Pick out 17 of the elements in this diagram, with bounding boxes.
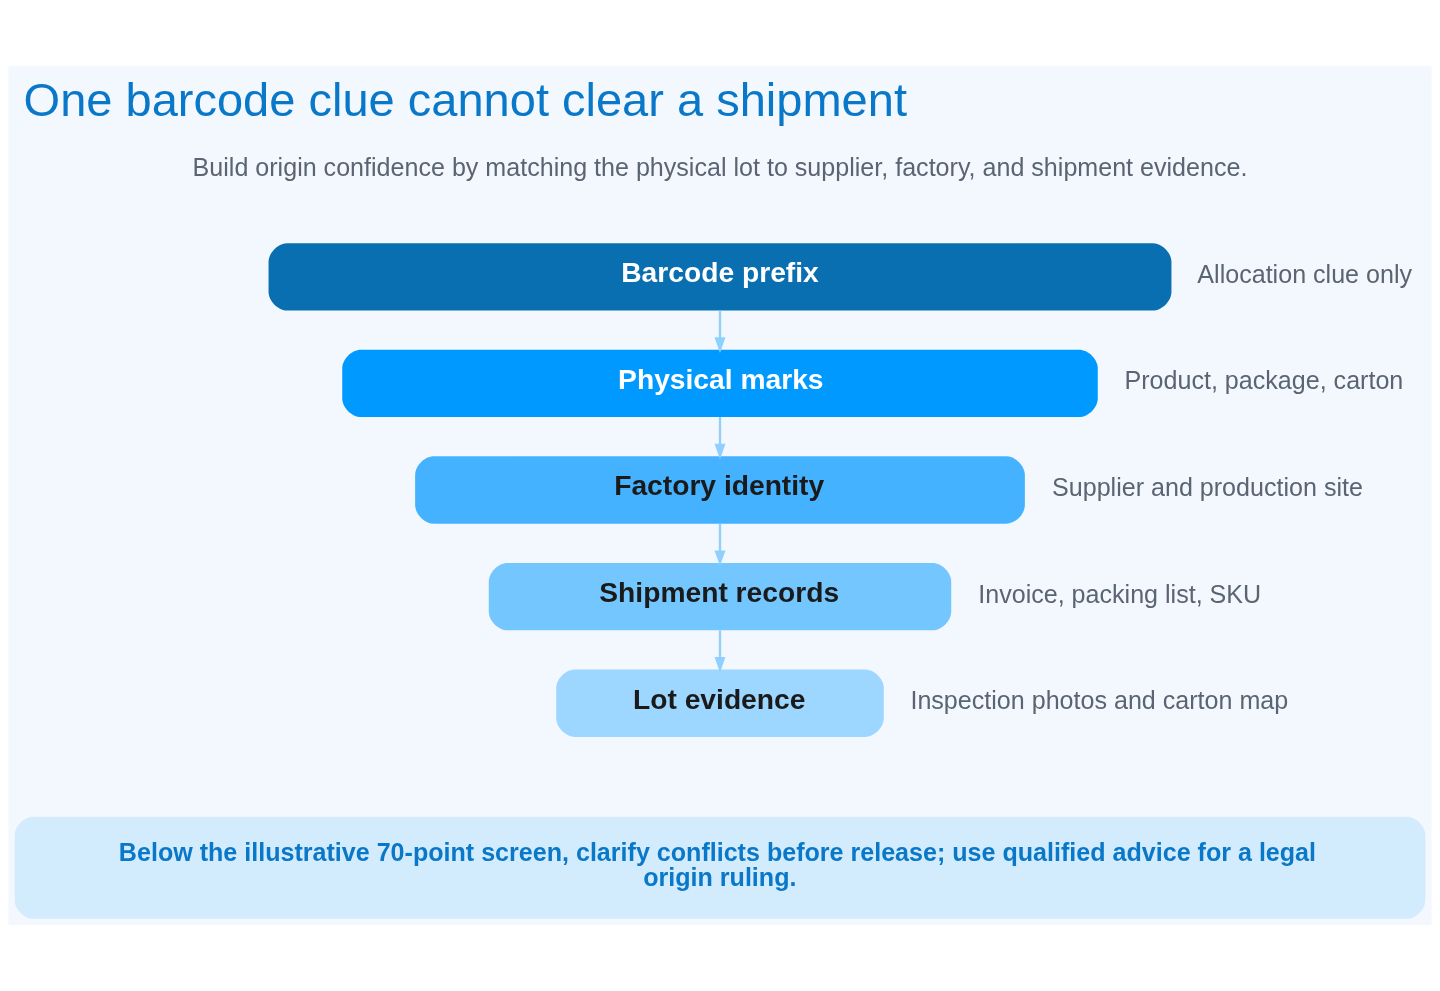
node-box: Factory identity (415, 456, 1025, 524)
node-label: Product, package, carton (1124, 366, 1404, 395)
node-label: Supplier and production site (1052, 472, 1363, 501)
node-box: Lot evidence (556, 669, 884, 737)
node-box: Shipment records (488, 562, 952, 631)
node-box: Physical marks (342, 349, 1098, 418)
arrow (714, 630, 726, 673)
node-label: Allocation clue only (1197, 259, 1413, 288)
diagram-title: One barcode clue cannot clear a shipment (23, 73, 907, 127)
arrow (714, 310, 726, 353)
node-label: Invoice, packing list, SKU (978, 579, 1262, 608)
label: Build origin confidence by matching the physical lot to supplier, factory, and shipment evidence. (192, 153, 1248, 182)
arrow (714, 417, 726, 460)
node-box: Below the illustrative 70-point screen, clarify conflicts before release; use qualified advice for a legal origin ruling. (14, 816, 1426, 919)
node-label: Inspection photos and carton map (910, 686, 1289, 715)
arrow (714, 523, 726, 567)
node-box: Barcode prefix (268, 243, 1172, 311)
